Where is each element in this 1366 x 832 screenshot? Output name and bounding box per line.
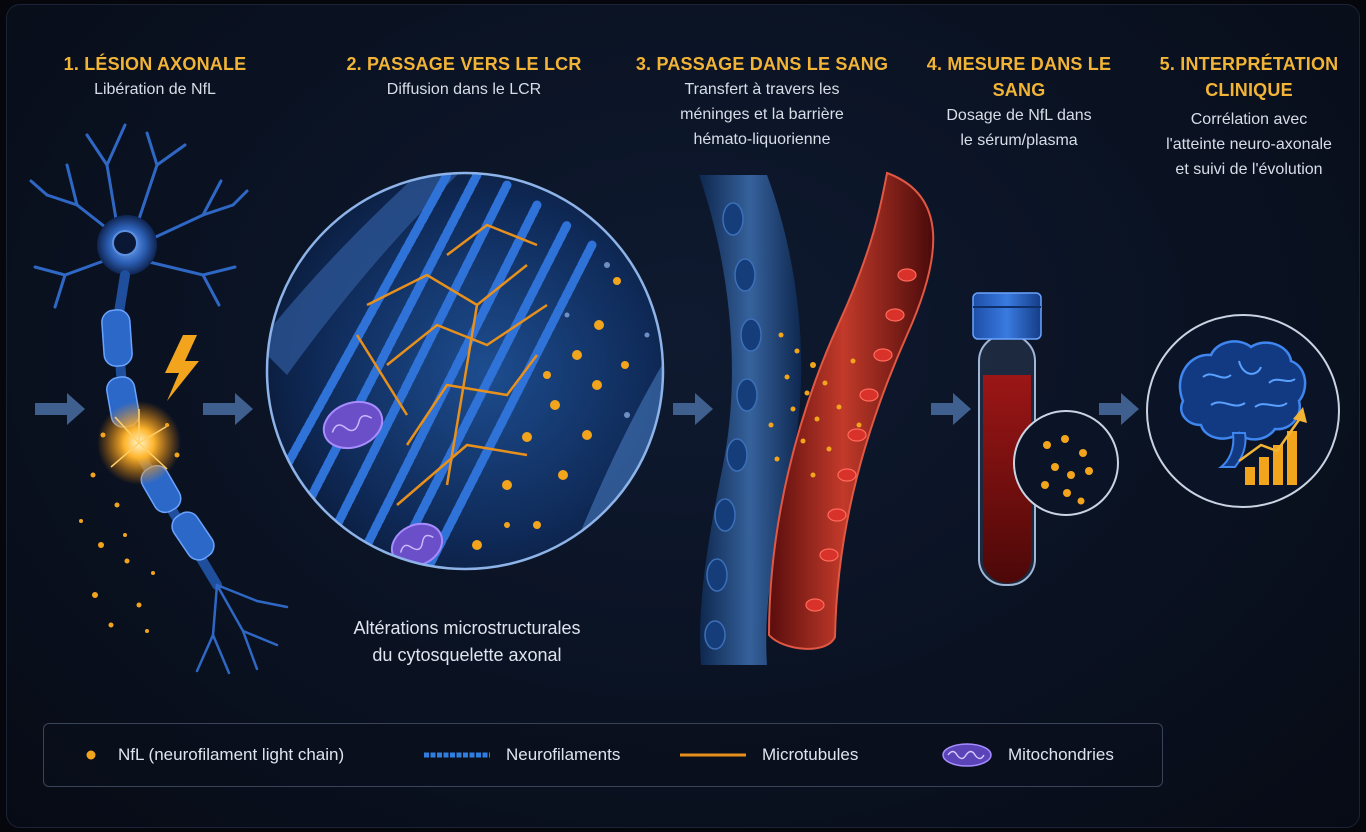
arrow-icon [35, 393, 85, 425]
nucleus [113, 231, 137, 255]
caption-line2: du cytosquelette axonal [307, 642, 627, 669]
step-4-desc-line1: Dosage de NfL dans [903, 103, 1135, 128]
step-5-desc-line2: l'atteinte neuro-axonale [1143, 132, 1355, 157]
step-5-desc-line3: et suivi de l'évolution [1143, 157, 1355, 182]
step-3: 3. PASSAGE DANS LE SANG Transfert à trav… [633, 51, 891, 152]
step-2: 2. PASSAGE VERS LE LCR Diffusion dans le… [319, 51, 609, 102]
legend-item-neurofilaments: Neurofilaments [422, 724, 620, 786]
legend-label-mitochondries: Mitochondries [1008, 745, 1114, 765]
lightning-icon [165, 335, 199, 401]
arrow-icon [931, 393, 971, 425]
infographic-frame: 1. LÉSION AXONALE Libération de NfL 2. P… [6, 4, 1360, 828]
dendrites [31, 125, 247, 307]
step-1-desc: Libération de NfL [33, 77, 277, 102]
step-5-title-line1: 5. INTERPRÉTATION [1143, 51, 1355, 77]
step-3-title: 3. PASSAGE DANS LE SANG [633, 51, 891, 77]
microtubule-icon [678, 750, 748, 760]
step-2-desc: Diffusion dans le LCR [319, 77, 609, 102]
nfl-dot-icon [84, 748, 98, 762]
step-4-title: 4. MESURE DANS LE SANG [903, 51, 1135, 103]
step-5-title-line2: CLINIQUE [1143, 77, 1355, 103]
step-5-desc-line1: Corrélation avec [1143, 107, 1355, 132]
step-3-desc-line2: méninges et la barrière [633, 102, 891, 127]
step-1: 1. LÉSION AXONALE Libération de NfL [33, 51, 277, 102]
neurofilament-icon [422, 750, 492, 760]
step-2-title: 2. PASSAGE VERS LE LCR [319, 51, 609, 77]
arrow-icon [1099, 393, 1139, 425]
meninges-vessel-illustration [699, 173, 933, 665]
step-4: 4. MESURE DANS LE SANG Dosage de NfL dan… [903, 51, 1135, 153]
legend-item-mitochondries: Mitochondries [940, 724, 1114, 786]
caption-line1: Altérations microstructurales [307, 615, 627, 642]
blood-sample-tube [973, 293, 1118, 585]
arrow-icon [203, 393, 253, 425]
cytoskeleton-caption: Altérations microstructurales du cytosqu… [307, 615, 627, 669]
clinical-interpretation-circle [1147, 315, 1339, 507]
step-1-title: 1. LÉSION AXONALE [33, 51, 277, 77]
step-3-desc-line1: Transfert à travers les [633, 77, 891, 102]
tube-cap [973, 293, 1041, 339]
legend-label-neurofilaments: Neurofilaments [506, 745, 620, 765]
mitochondria-icon [940, 741, 994, 769]
step-3-desc-line3: hémato-liquorienne [633, 127, 891, 152]
axon-zoom-circle [257, 155, 687, 585]
arrow-icon [673, 393, 713, 425]
serum-zoom-circle [1014, 411, 1118, 515]
step-5: 5. INTERPRÉTATION CLINIQUE Corrélation a… [1143, 51, 1355, 182]
legend: NfL (neurofilament light chain) Neurofil… [43, 723, 1163, 787]
legend-label-microtubules: Microtubules [762, 745, 858, 765]
legend-item-nfl: NfL (neurofilament light chain) [84, 724, 344, 786]
legend-label-nfl: NfL (neurofilament light chain) [118, 745, 344, 765]
step-4-desc-line2: le sérum/plasma [903, 128, 1135, 153]
axon-terminals [197, 585, 287, 673]
legend-item-microtubules: Microtubules [678, 724, 858, 786]
